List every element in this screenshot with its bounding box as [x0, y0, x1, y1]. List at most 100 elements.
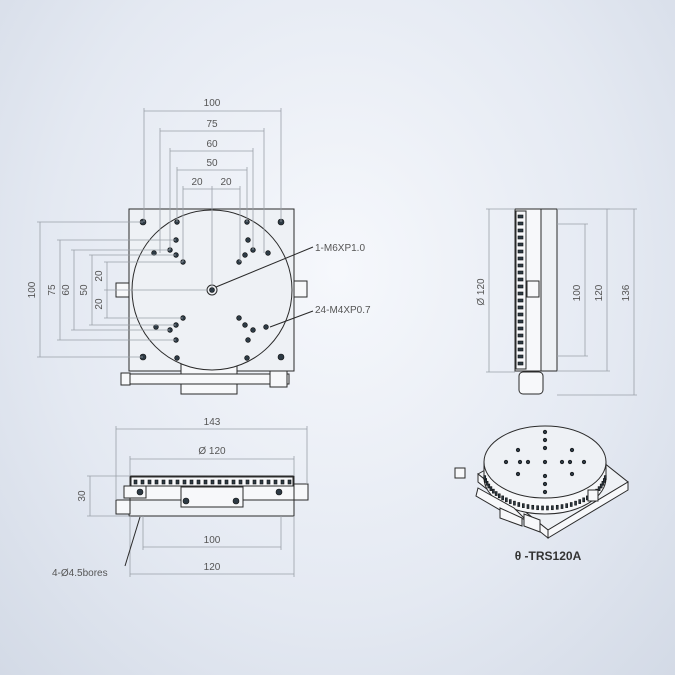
front-view: 143 Ø 120 30 100 120 4-Ø4.5bores	[52, 417, 309, 579]
front-screw	[136, 488, 144, 496]
front-gear-band	[130, 476, 294, 487]
front-tooth	[189, 479, 194, 485]
side-micrometer	[518, 371, 544, 395]
side-dim-100-label: 100	[572, 284, 583, 301]
vdim-20-bottom-label: 20	[94, 298, 105, 310]
iso-hole	[569, 471, 575, 477]
top-horizontal-dimensions: 100 75 60 50 20 20	[143, 98, 282, 287]
top-pattern-hole	[265, 250, 271, 256]
top-pattern-hole	[245, 237, 251, 243]
dim-20-left-label: 20	[191, 177, 203, 188]
iso-tooth	[602, 478, 606, 483]
iso-hole	[542, 459, 548, 465]
side-dim-136-label: 136	[621, 284, 632, 301]
front-tooth	[175, 479, 180, 485]
iso-tooth	[513, 500, 516, 506]
front-tooth	[182, 479, 187, 485]
front-tooth	[280, 479, 285, 485]
side-tooth	[517, 326, 524, 331]
vdim-75-label: 75	[47, 284, 58, 296]
side-tooth	[517, 277, 524, 282]
front-tooth	[168, 479, 173, 485]
dim-50-label: 50	[206, 158, 218, 169]
side-tooth	[517, 228, 524, 233]
side-tooth	[517, 256, 524, 261]
iso-hole	[569, 447, 575, 453]
vdim-20-top-label: 20	[94, 270, 105, 282]
side-view: Ø 120 100 120 136	[476, 208, 637, 396]
top-pattern-hole	[245, 337, 251, 343]
front-tooth	[140, 479, 145, 485]
iso-tooth	[497, 493, 501, 499]
front-knob-right	[293, 483, 309, 501]
iso-model-label: θ -TRS120A	[515, 549, 582, 563]
iso-knob-side	[587, 489, 599, 502]
iso-table-holes	[483, 429, 607, 511]
front-drive-housing	[180, 486, 244, 508]
callout-bores: 4-Ø4.5bores	[52, 568, 108, 579]
iso-hole	[559, 459, 565, 465]
iso-tooth	[531, 504, 535, 510]
dim-20-right-label: 20	[220, 177, 232, 188]
top-corner-hole	[277, 353, 285, 361]
front-tooth	[252, 479, 257, 485]
side-tooth	[517, 235, 524, 240]
side-tooth	[517, 305, 524, 310]
front-tooth	[133, 479, 138, 485]
front-dim-120-label: 120	[204, 562, 221, 573]
iso-knob-left	[454, 467, 466, 479]
side-tooth	[517, 333, 524, 338]
side-tooth	[517, 270, 524, 275]
iso-tooth	[522, 503, 525, 508]
side-tooth	[517, 319, 524, 324]
top-knob-right	[293, 280, 308, 298]
iso-tooth	[483, 475, 487, 480]
front-tooth	[196, 479, 201, 485]
vdim-100-label: 100	[27, 281, 38, 298]
front-tooth	[259, 479, 264, 485]
top-drive-shaft	[128, 373, 290, 385]
front-tooth	[273, 479, 278, 485]
iso-hole	[567, 459, 573, 465]
side-tooth	[517, 361, 524, 366]
iso-tooth	[526, 504, 530, 509]
front-tooth	[203, 479, 208, 485]
side-tooth	[517, 354, 524, 359]
iso-tooth	[505, 497, 508, 503]
callout-center-hole: 1-M6XP1.0	[315, 243, 365, 254]
dim-60-label: 60	[206, 139, 218, 150]
iso-tooth	[574, 500, 577, 506]
iso-hole	[542, 429, 548, 435]
iso-knob-right	[523, 513, 541, 533]
top-pattern-hole	[236, 315, 242, 321]
iso-tooth	[555, 504, 559, 510]
side-tooth	[517, 340, 524, 345]
iso-tooth	[536, 505, 539, 511]
top-pattern-hole	[242, 322, 248, 328]
side-tooth	[517, 312, 524, 317]
iso-hole	[542, 481, 548, 487]
dim-100-label: 100	[204, 98, 221, 109]
iso-tooth	[501, 495, 504, 501]
iso-tooth	[492, 488, 495, 494]
top-drive-knob-left	[120, 372, 131, 386]
top-pattern-hole	[242, 252, 248, 258]
iso-tooth	[489, 486, 493, 491]
top-vertical-dimensions: 100 75 60 50 20 20	[27, 221, 207, 358]
front-tooth	[287, 479, 292, 485]
iso-hole	[542, 445, 548, 451]
side-base	[539, 208, 558, 372]
top-pattern-hole	[250, 327, 256, 333]
side-tooth	[517, 291, 524, 296]
front-screw	[275, 488, 283, 496]
iso-hole	[581, 459, 587, 465]
front-dim-100-label: 100	[204, 535, 221, 546]
iso-hole	[542, 489, 548, 495]
iso-tooth	[569, 502, 573, 507]
top-pattern-hole	[236, 259, 242, 265]
side-tooth	[517, 284, 524, 289]
iso-tooth	[487, 483, 491, 489]
front-dim-143-label: 143	[204, 417, 221, 428]
iso-tooth	[599, 483, 603, 489]
